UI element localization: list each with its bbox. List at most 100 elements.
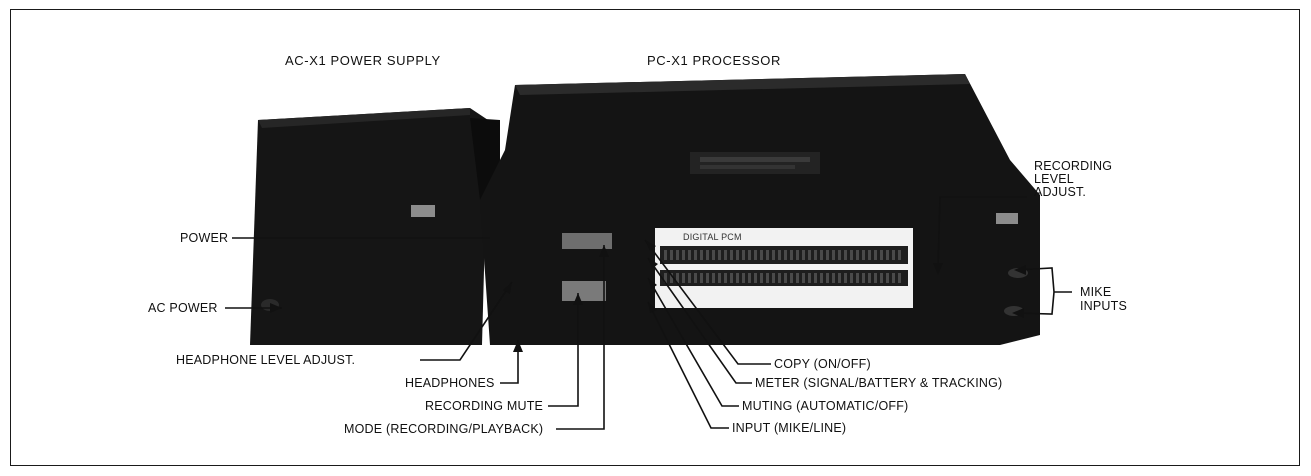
mode-leader [556, 245, 605, 430]
meter-segment [808, 250, 811, 260]
meter-segment [784, 273, 787, 283]
mike-inputs-bracket [1015, 267, 1072, 315]
recording-mute-leader [548, 293, 579, 407]
headphone-level-adjust-label: HEADPHONE LEVEL ADJUST. [176, 353, 356, 367]
copy-label: COPY (ON/OFF) [774, 357, 871, 371]
meter-segment [796, 250, 799, 260]
copy-leader [644, 239, 771, 365]
recording-level-adjust-label: RECORDING LEVEL ADJUST. [1034, 160, 1112, 199]
meter-segment [730, 250, 733, 260]
power-label: POWER [180, 231, 229, 245]
meter-segment [760, 273, 763, 283]
meter-segments [664, 250, 901, 283]
meter-segment [772, 250, 775, 260]
meter-segment [844, 273, 847, 283]
meter-segment [670, 250, 673, 260]
meter-segment [802, 273, 805, 283]
meter-segment [676, 273, 679, 283]
meter-segment [694, 250, 697, 260]
meter-segment [766, 250, 769, 260]
meter-segment [832, 250, 835, 260]
meter-segment [730, 273, 733, 283]
headphones-label: HEADPHONES [405, 376, 495, 390]
meter-segment [724, 273, 727, 283]
meter-segment [682, 250, 685, 260]
processor-title: PC-X1 PROCESSOR [647, 53, 781, 68]
recording-mute-label: RECORDING MUTE [425, 399, 544, 413]
meter-segment [898, 273, 901, 283]
meter-segment [856, 273, 859, 283]
meter-segment [724, 250, 727, 260]
meter-segment [802, 250, 805, 260]
power-supply-indicator [411, 205, 435, 217]
input-leader [647, 301, 729, 429]
meter-segment [688, 250, 691, 260]
meter-segment [850, 250, 853, 260]
meter-segment [868, 273, 871, 283]
muting-leader [647, 277, 739, 407]
mode-label: MODE (RECORDING/PLAYBACK) [344, 422, 544, 436]
meter-segment [700, 273, 703, 283]
recording-level-line-2: LEVEL [1034, 172, 1074, 186]
meter-segment [700, 250, 703, 260]
meter-segment [886, 273, 889, 283]
power-supply-title: AC-X1 POWER SUPPLY [285, 53, 441, 68]
meter-segment [826, 250, 829, 260]
headphone-level-leader [420, 281, 513, 361]
mike-inputs-line-2: INPUTS [1080, 299, 1128, 313]
ac-power-label: AC POWER [148, 301, 218, 315]
meter-segment [820, 250, 823, 260]
meter-segment [736, 250, 739, 260]
meter-segment [892, 250, 895, 260]
meter-segment [736, 273, 739, 283]
headphones-leader [500, 340, 519, 384]
recording-level-line-3: ADJUST. [1034, 185, 1087, 199]
meter-segment [790, 273, 793, 283]
meter-segment [778, 250, 781, 260]
muting-label: MUTING (AUTOMATIC/OFF) [742, 399, 909, 413]
meter-label: METER (SIGNAL/BATTERY & TRACKING) [755, 376, 1003, 390]
meter-segment [838, 273, 841, 283]
meter-segment [892, 273, 895, 283]
meter-segment [808, 273, 811, 283]
meter-leader [647, 257, 752, 384]
processor-unit [480, 74, 1040, 345]
top-crop-strip [0, 0, 1311, 9]
recording-mute-switch [562, 281, 606, 301]
meter-segment [754, 273, 757, 283]
meter-segment [706, 250, 709, 260]
meter-segment [850, 273, 853, 283]
meter-segment [838, 250, 841, 260]
arrowheads [270, 240, 1026, 352]
mode-switch [562, 233, 612, 249]
mike-inputs-label: MIKE INPUTS [1080, 285, 1127, 313]
meter-segment [748, 250, 751, 260]
meter-segment [688, 273, 691, 283]
meter-segment [856, 250, 859, 260]
meter-segment [868, 250, 871, 260]
mike-inputs-line-1: MIKE [1080, 285, 1112, 299]
recording-level-line-1: RECORDING [1034, 159, 1113, 173]
meter-segment [754, 250, 757, 260]
meter-segment [820, 273, 823, 283]
meter-segment [718, 273, 721, 283]
meter-segment [664, 273, 667, 283]
meter-segment [814, 273, 817, 283]
meter-segment [832, 273, 835, 283]
meter-segment [826, 273, 829, 283]
meter-segment [874, 250, 877, 260]
leader-lines [225, 196, 1072, 430]
meter-segment [748, 273, 751, 283]
meter-segment [664, 250, 667, 260]
meter-segment [898, 250, 901, 260]
meter-segment [742, 273, 745, 283]
meter-segment [880, 273, 883, 283]
meter-segment [796, 273, 799, 283]
meter-segment [778, 273, 781, 283]
figure-frame [10, 9, 1300, 466]
meter-segment [742, 250, 745, 260]
meter-segment [874, 273, 877, 283]
meter-segment [880, 250, 883, 260]
